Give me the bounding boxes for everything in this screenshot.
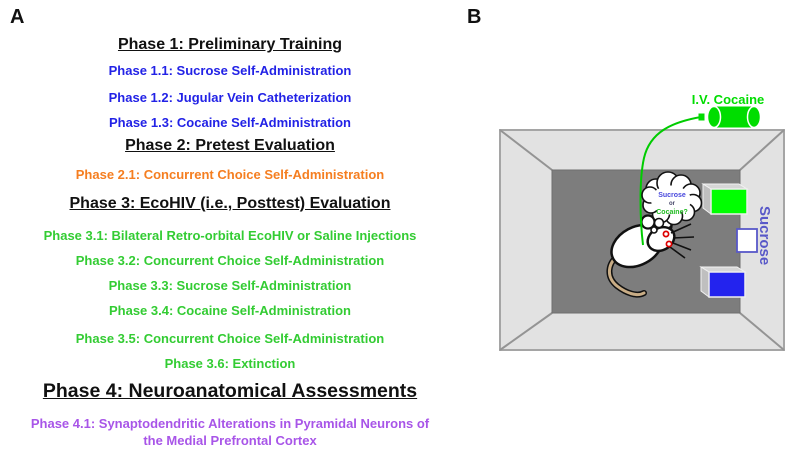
chamber-edge-top-left	[499, 129, 553, 171]
chamber-edge-bottom-right	[739, 312, 785, 351]
green-lever	[701, 183, 749, 215]
blue-lever	[699, 266, 747, 298]
panel-a-label: A	[10, 6, 25, 28]
panel-b-illustration: B	[460, 0, 791, 456]
phase-2-1-item: Phase 2.1: Concurrent Choice Self-Admini…	[75, 167, 385, 182]
mouse-tail	[608, 252, 646, 297]
sucrose-label: Sucrose	[756, 206, 773, 265]
iv-cocaine-label: I.V. Cocaine	[692, 92, 765, 107]
phase-3-heading: Phase 3: EcoHIV (i.e., Posttest) Evaluat…	[69, 195, 391, 212]
iv-line	[639, 116, 702, 246]
panel-b-label: B	[467, 6, 482, 28]
mouse-illustration	[606, 212, 695, 298]
thought-bubble: Sucrose or Cocaine?	[641, 171, 703, 234]
bubble-sucrose-text: Sucrose	[658, 192, 686, 199]
mouse-eye-left	[662, 230, 670, 238]
phase-1-2-item: Phase 1.2: Jugular Vein Catheterization	[108, 90, 352, 105]
chamber-edge-top-right	[739, 129, 785, 171]
mouse-eye-right	[665, 240, 673, 248]
phase-3-4-item: Phase 3.4: Cocaine Self-Administration	[108, 303, 351, 318]
phase-1-3-item: Phase 1.3: Cocaine Self-Administration	[108, 115, 351, 130]
phase-3-2-item: Phase 3.2: Concurrent Choice Self-Admini…	[75, 253, 385, 268]
panel-a-phase-list: A Phase 1: Preliminary Training Phase 1.…	[10, 6, 430, 448]
cocaine-syringe-icon	[698, 105, 762, 129]
phase-2-heading: Phase 2: Pretest Evaluation	[125, 137, 335, 154]
phase-3-5-item: Phase 3.5: Concurrent Choice Self-Admini…	[75, 331, 385, 346]
phase-4-1-item: Phase 4.1: Synaptodendritic Alterations …	[30, 416, 430, 448]
operant-chamber-drawing: I.V. Cocaine Sucro	[499, 92, 785, 351]
phase-3-6-item: Phase 3.6: Extinction	[164, 356, 296, 371]
phase-3-1-item: Phase 3.1: Bilateral Retro-orbital EcoHI…	[43, 228, 417, 243]
phase-4-heading: Phase 4: Neuroanatomical Assessments	[42, 380, 418, 402]
phase-3-3-item: Phase 3.3: Sucrose Self-Administration	[108, 278, 352, 293]
bubble-or-text: or	[669, 201, 676, 207]
sucrose-receptacle	[736, 228, 758, 253]
bubble-cocaine-text: Cocaine?	[656, 209, 688, 216]
phase-1-heading: Phase 1: Preliminary Training	[117, 36, 343, 53]
chamber-edge-bottom-left	[499, 312, 553, 351]
phase-1-1-item: Phase 1.1: Sucrose Self-Administration	[108, 63, 352, 78]
